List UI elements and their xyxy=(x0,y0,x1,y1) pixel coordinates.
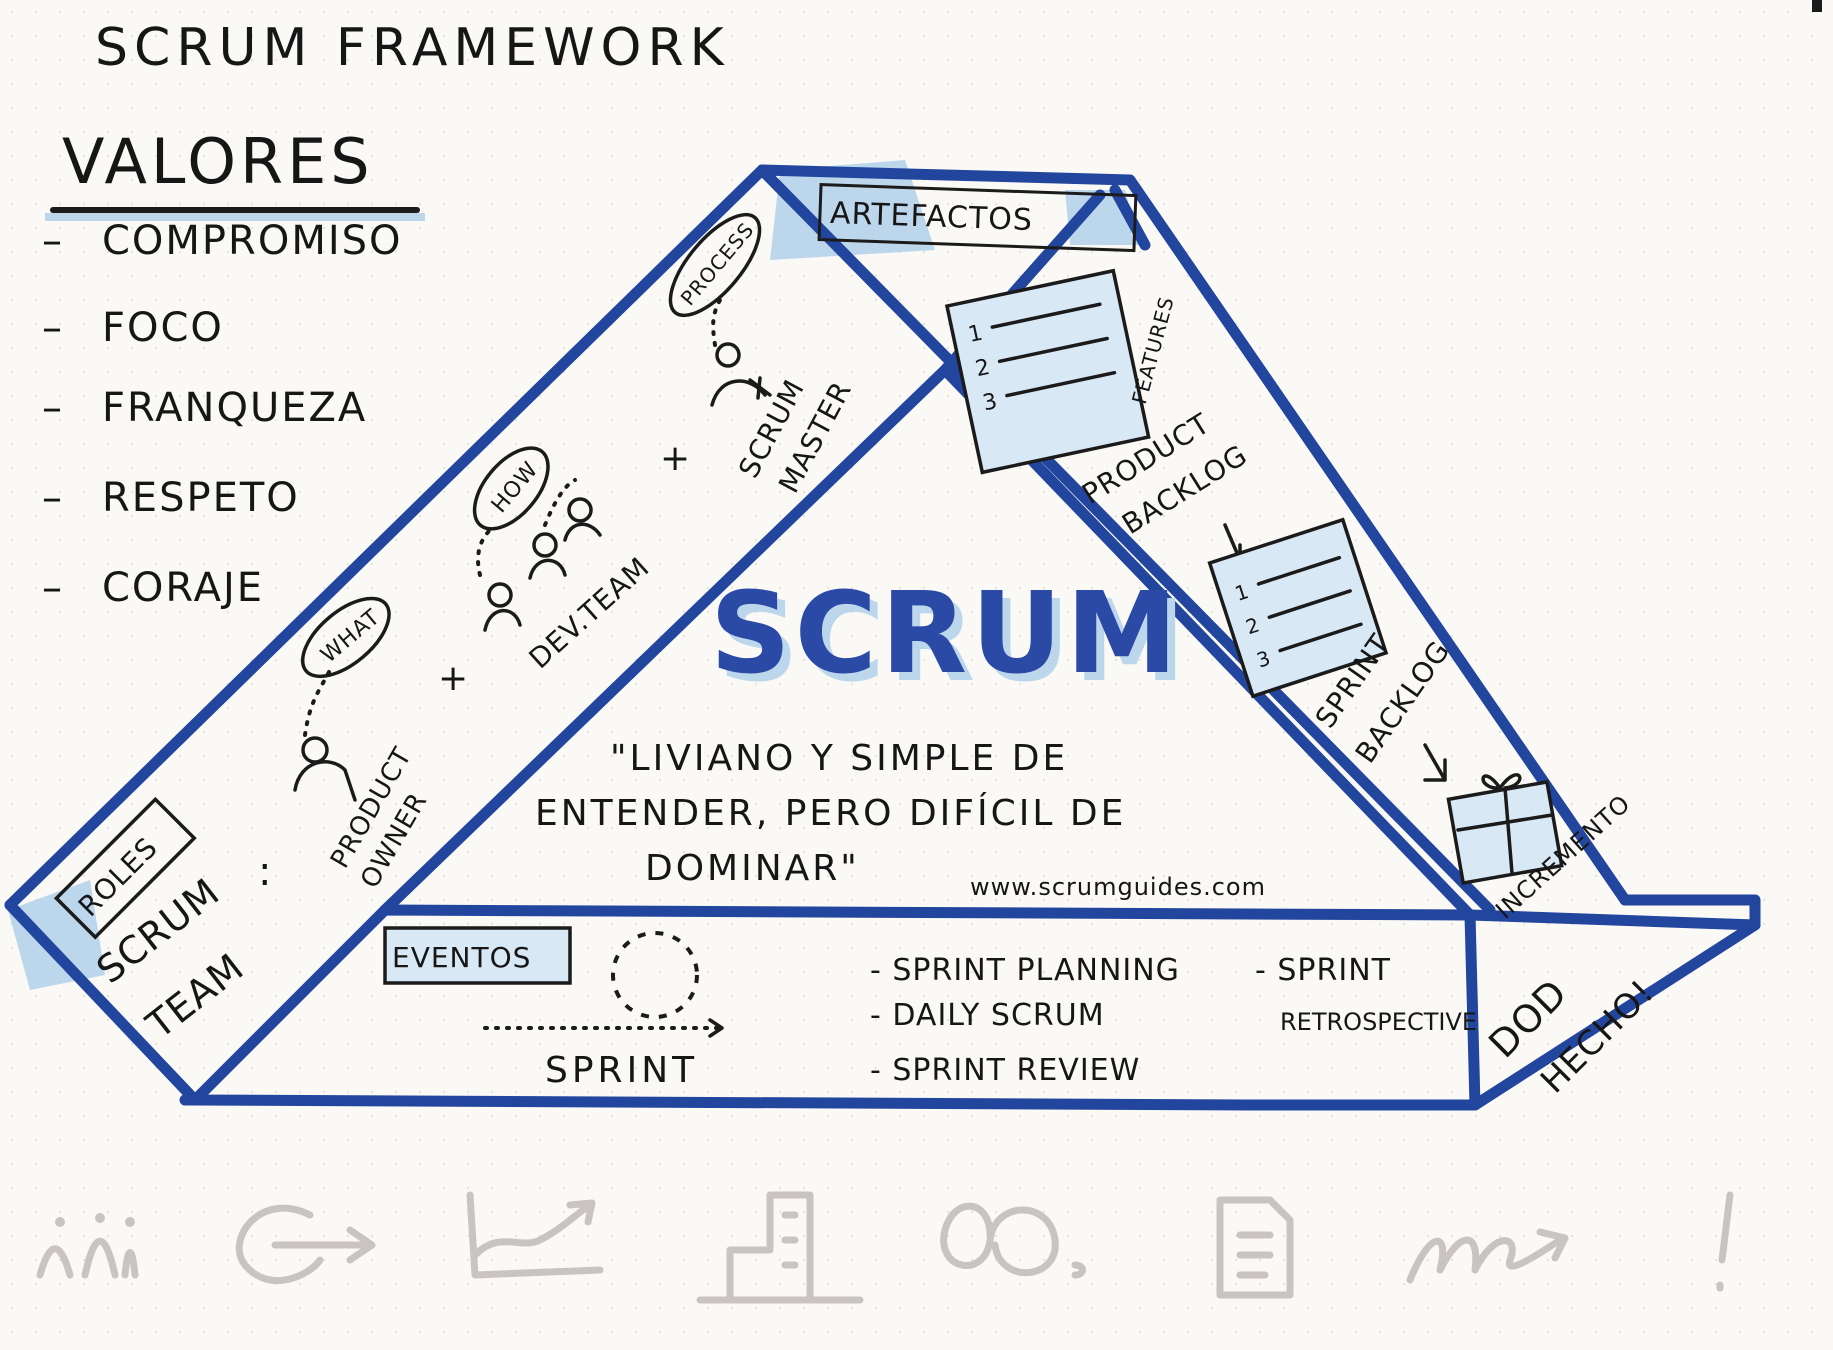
people-icon xyxy=(40,1213,135,1275)
what-tag: WHAT xyxy=(289,584,402,691)
event-sprint-planning: - SPRINT PLANNING xyxy=(870,953,1180,988)
corner-mark xyxy=(1812,0,1822,12)
event-sprint-review: - SPRINT REVIEW xyxy=(870,1053,1140,1088)
source-url: www.scrumguides.com xyxy=(970,873,1266,901)
document-icon xyxy=(1220,1200,1290,1295)
growth-chart-icon xyxy=(470,1195,600,1275)
quote-line-3: DOMINAR" xyxy=(645,848,860,889)
what-tag-label: WHAT xyxy=(316,605,385,669)
scrum-master-figure xyxy=(712,300,770,405)
event-sprint-retro-line2: RETROSPECTIVE xyxy=(1280,1008,1477,1036)
sprint-label: SPRINT xyxy=(545,1050,698,1091)
product-backlog-document: 1 2 3 xyxy=(947,271,1149,473)
squiggle-arrow-icon xyxy=(1410,1232,1565,1280)
exclamation-icon xyxy=(1720,1195,1730,1288)
dev-team-label: DEV.TEAM xyxy=(523,550,656,675)
quote-line-2: ENTENDER, PERO DIFÍCIL DE xyxy=(535,792,1126,834)
plus-sign-1: + xyxy=(438,658,469,699)
events-label: EVENTOS xyxy=(392,941,531,974)
event-sprint-retro-line1: - SPRINT xyxy=(1255,953,1391,988)
team-colon: : xyxy=(258,849,272,895)
login-arrow-icon xyxy=(239,1208,372,1280)
quote-line-1: "LIVIANO Y SIMPLE DE xyxy=(610,738,1068,779)
building-icon xyxy=(700,1195,860,1300)
product-owner-figure xyxy=(295,670,355,800)
event-daily-scrum: - DAILY SCRUM xyxy=(870,998,1105,1033)
product-backlog-doc-tag: FEATURES xyxy=(1127,294,1179,407)
rings-icon xyxy=(944,1206,1083,1275)
artifacts-label: ARTEFACTOS xyxy=(829,196,1033,238)
plus-sign-2: + xyxy=(660,438,691,479)
bottom-icon-row xyxy=(40,1195,1730,1300)
down-arrow-icon-2 xyxy=(1425,745,1445,780)
scrum-title: SCRUM xyxy=(710,569,1182,699)
